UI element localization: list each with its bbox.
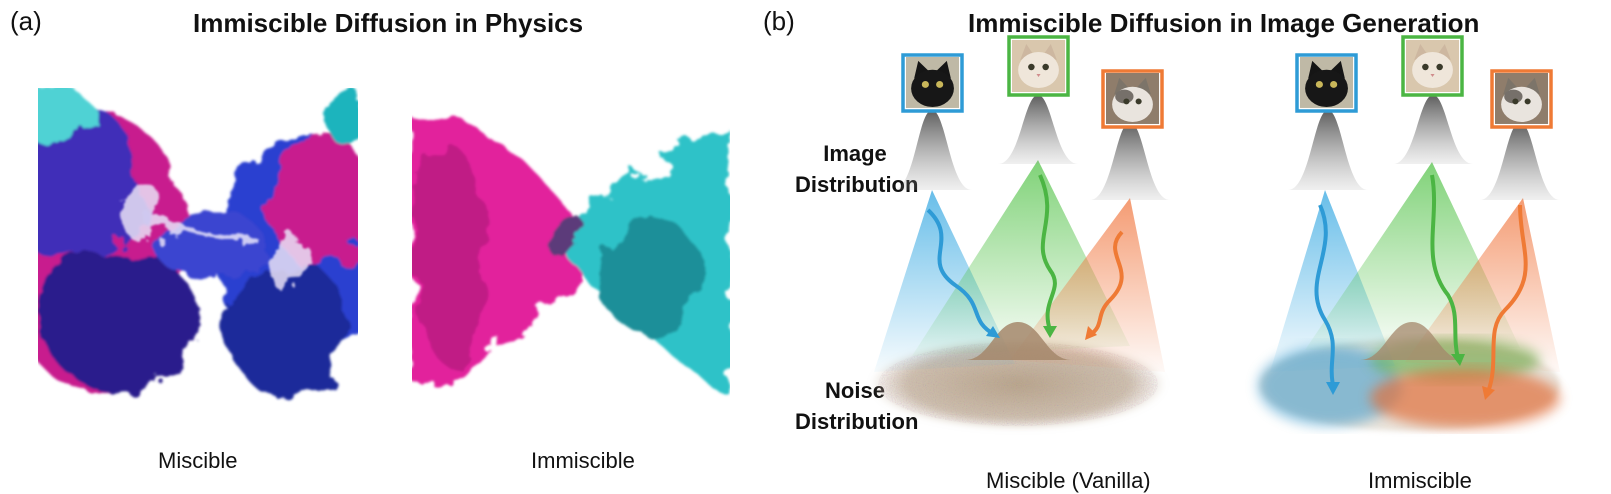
cat-image-green-miscible [1007, 35, 1070, 97]
cat-image-green-immiscible [1401, 35, 1464, 97]
noise-distribution-label-line2: Distribution [795, 409, 919, 434]
noise-region-orange [1370, 368, 1560, 428]
miscible-diagram [870, 35, 1170, 430]
cat-image-orange-immiscible [1490, 69, 1553, 129]
panel-b-title: Immiscible Diffusion in Image Generation [968, 8, 1480, 38]
panel-a-title: Immiscible Diffusion in Physics [193, 8, 584, 38]
green-arrow-immiscible [1430, 174, 1460, 359]
bell-orange-miscible [1090, 122, 1170, 200]
blue-arrow-immiscible [1314, 204, 1335, 386]
immiscible-smoke-image [412, 118, 730, 395]
cat-image-blue-immiscible [1295, 53, 1358, 113]
blue-arrow-miscible [926, 208, 997, 337]
cat-image-blue-miscible [901, 53, 964, 113]
panel-b-label: (b) [763, 6, 795, 36]
image-distribution-label-line2: Distribution [795, 172, 919, 197]
cat-image-orange-miscible [1101, 69, 1164, 129]
image-distribution-label-line1: Image [823, 141, 887, 166]
orange-arrow-miscible [1088, 230, 1124, 337]
green-arrow-miscible [1038, 174, 1057, 331]
bell-blue-miscible [893, 110, 972, 190]
bell-blue-immiscible [1288, 110, 1368, 190]
orange-arrow-immiscible [1486, 204, 1528, 393]
immiscible-diagram [1258, 35, 1560, 431]
miscible-caption: Miscible [158, 448, 238, 473]
miscible-smoke-image [38, 88, 358, 400]
immiscible-caption-b: Immiscible [1368, 468, 1472, 493]
orange-cone-immiscible [1405, 198, 1560, 372]
image-distribution-label: Image Distribution [795, 138, 919, 200]
bell-orange-immiscible [1480, 122, 1560, 200]
panel-a-label: (a) [10, 6, 42, 36]
bell-green-immiscible [1393, 95, 1473, 164]
miscible-vanilla-caption: Miscible (Vanilla) [986, 468, 1151, 493]
immiscible-caption-a: Immiscible [531, 448, 635, 473]
bell-green-miscible [998, 95, 1078, 164]
